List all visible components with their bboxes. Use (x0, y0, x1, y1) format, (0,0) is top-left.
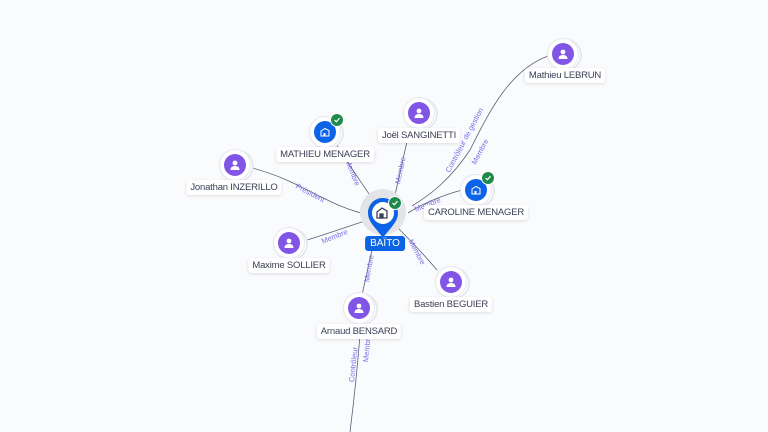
node-label-bastien-beguier[interactable]: Bastien BEGUIER (409, 297, 493, 312)
edge-offscreen (349, 334, 361, 432)
node-label-maxime-sollier[interactable]: Maxime SOLLIER (248, 258, 330, 273)
node-label-arnaud-bensard[interactable]: Arnaud BENSARD (316, 324, 402, 339)
node-bastien-beguier[interactable] (436, 267, 466, 297)
node-joel-sanginetti[interactable] (404, 98, 434, 128)
edge-jonathan-inzerillo (251, 167, 371, 216)
verified-icon (330, 113, 344, 127)
building-icon (376, 207, 388, 219)
node-mathieu-lebrun[interactable] (548, 39, 578, 69)
node-label-jonathan-inzerillo[interactable]: Jonathan INZERILLO (186, 180, 282, 195)
edge-caroline-menager (407, 189, 463, 214)
person-icon (558, 49, 568, 59)
person-icon (414, 108, 424, 118)
node-label-mathieu-lebrun[interactable]: Mathieu LEBRUN (524, 68, 606, 83)
node-label-mathieu-menager[interactable]: MATHIEU MENAGER (276, 147, 374, 162)
edge-mathieu-lebrun (411, 55, 549, 207)
building-icon (471, 185, 481, 195)
edge-arnaud-bensard (361, 249, 373, 296)
verified-icon (481, 171, 495, 185)
edge-bastien-beguier (397, 227, 438, 271)
center-node-label[interactable]: BAÏTO (365, 236, 405, 251)
building-icon (320, 127, 330, 137)
node-jonathan-inzerillo[interactable] (220, 150, 250, 180)
person-icon (284, 238, 294, 248)
center-verified-icon (388, 196, 402, 210)
node-maxime-sollier[interactable] (274, 228, 304, 258)
person-icon (354, 303, 364, 313)
node-caroline-menager[interactable] (461, 171, 495, 205)
person-icon (446, 277, 456, 287)
node-arnaud-bensard[interactable] (344, 293, 374, 323)
node-mathieu-menager[interactable] (310, 113, 344, 147)
person-icon (230, 160, 240, 170)
node-label-caroline-menager[interactable]: CAROLINE MENAGER (423, 205, 529, 220)
node-label-joel-sanginetti[interactable]: Joël SANGINETTI (377, 128, 461, 143)
